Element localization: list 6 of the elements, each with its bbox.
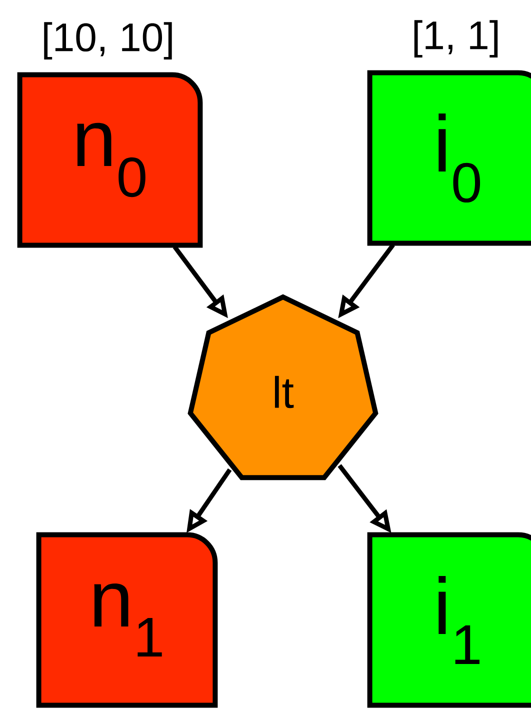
value-label: [10, 10] <box>44 22 172 60</box>
process-box: i$_{1}$ <box>367 532 531 708</box>
process-box: i$_{0}$ <box>367 70 531 246</box>
process-box: n$_{1}$ <box>36 532 218 708</box>
process-box: n$_{0}$ <box>17 72 203 248</box>
value-label: [1, 1] <box>414 20 498 58</box>
